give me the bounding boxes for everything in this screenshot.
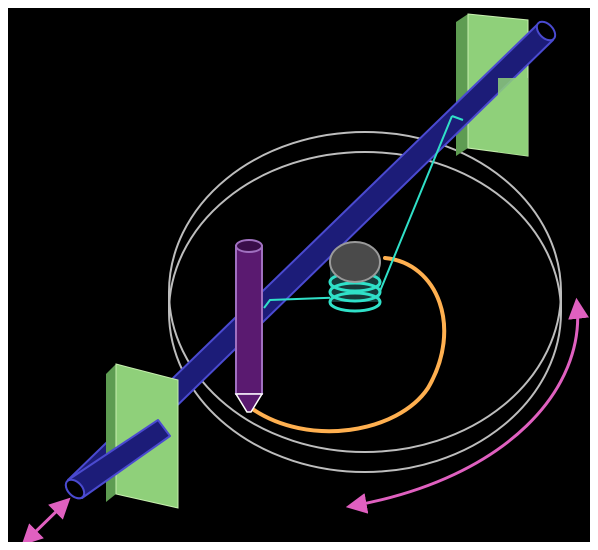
pen-tip [236,394,262,412]
translation-arrow-icon [26,502,66,541]
pen-body [236,246,262,394]
spool [330,242,380,311]
mechanism-illustration [8,8,590,542]
spool-top [330,242,380,282]
left-support-side [106,364,116,502]
pen-cap [236,240,262,252]
right-support-side [456,14,468,156]
diagram-canvas [8,8,590,542]
right-support-front [498,78,528,156]
pen [236,240,262,412]
rotation-arrow-icon [352,304,578,506]
